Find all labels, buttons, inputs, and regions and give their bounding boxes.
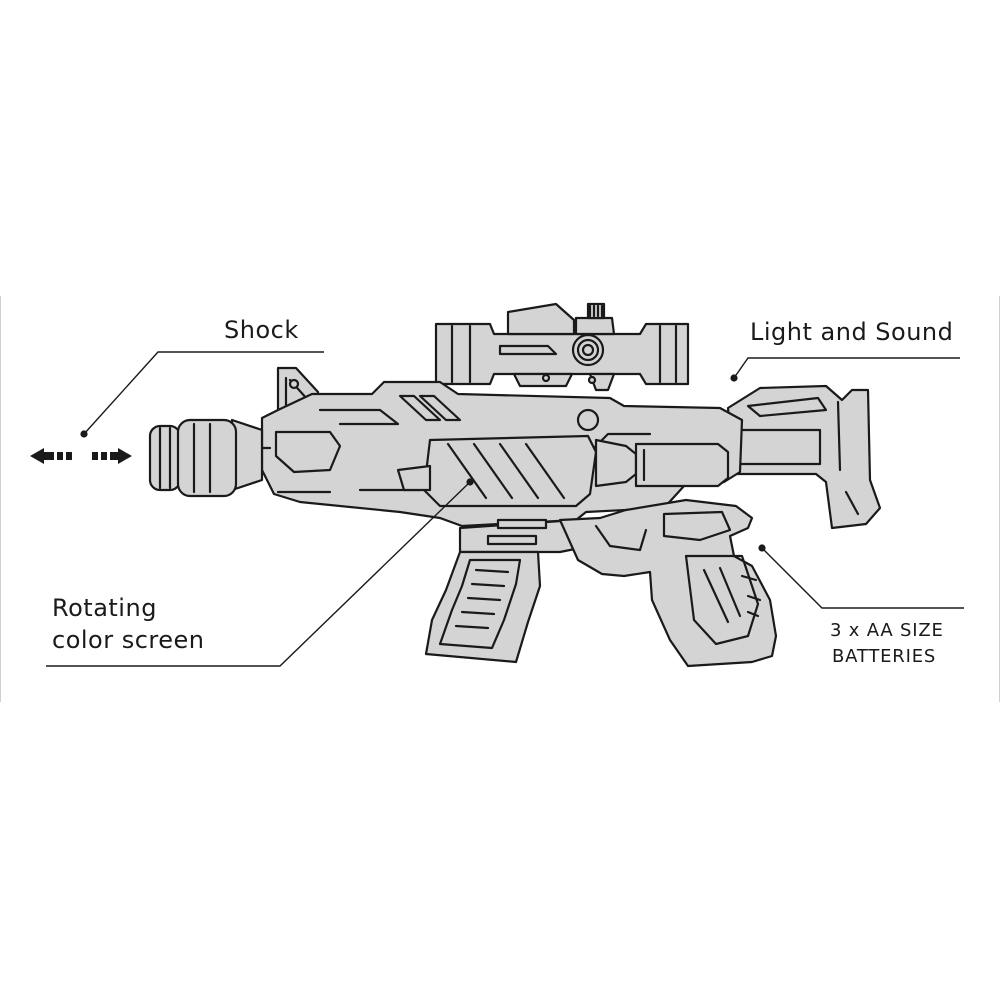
chamber (594, 438, 730, 488)
magazine (424, 550, 542, 664)
batteries-label-line1: 3 x AA SIZE (830, 620, 944, 641)
frame-edge-left (0, 296, 1, 702)
pistol-grip (558, 498, 778, 668)
rotating-screen-label-line1: Rotating (52, 594, 157, 622)
shock-leader-line (83, 351, 324, 435)
batteries-leader-line (761, 547, 964, 609)
light-sound-label: Light and Sound (750, 318, 954, 346)
stock (726, 384, 882, 530)
scope (434, 302, 690, 392)
double-arrow-icon (30, 448, 132, 464)
light-sound-leader-line (733, 357, 960, 379)
lower-rail (458, 518, 582, 554)
rotating-screen-leader-line (46, 481, 471, 667)
muzzle (148, 418, 264, 498)
rotating-screen-label-line2: color screen (52, 626, 205, 654)
shock-label: Shock (224, 316, 299, 344)
batteries-label-line2: BATTERIES (832, 646, 937, 667)
rotating-screen-panel (396, 434, 598, 508)
